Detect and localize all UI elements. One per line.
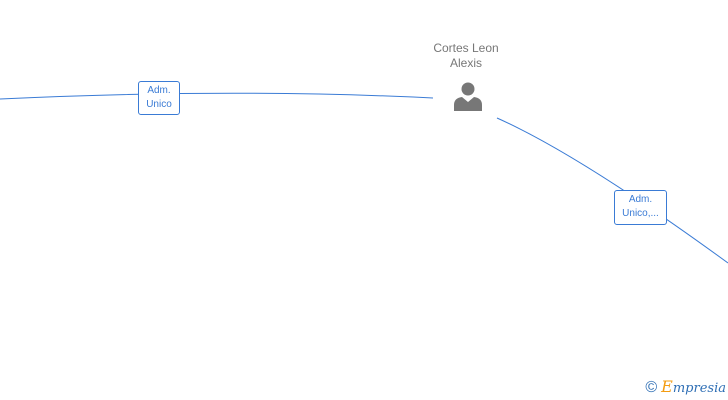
person-name[interactable]: Cortes Leon Alexis <box>406 41 526 71</box>
relation-label-line1: Adm. <box>147 85 171 96</box>
edge-right <box>496 117 728 264</box>
relation-label-adm-unico[interactable]: Adm. Unico <box>138 81 180 115</box>
person-name-line1: Cortes Leon <box>433 41 499 55</box>
brand-logo[interactable]: Empresia <box>661 379 726 397</box>
relation-label-adm-unico-more[interactable]: Adm. Unico,... <box>614 190 667 225</box>
footer-brand: © Empresia <box>645 379 726 397</box>
relation-label-line1: Adm. <box>628 194 653 205</box>
person-name-line2: Alexis <box>449 56 482 70</box>
person-icon[interactable] <box>452 81 484 111</box>
brand-name: mpresia <box>672 381 726 396</box>
copyright-icon: © <box>645 379 658 396</box>
relation-label-line2: Unico <box>146 99 172 110</box>
brand-initial: E <box>661 377 673 396</box>
relation-label-line2: Unico,... <box>622 208 659 219</box>
edge-left <box>0 92 434 100</box>
